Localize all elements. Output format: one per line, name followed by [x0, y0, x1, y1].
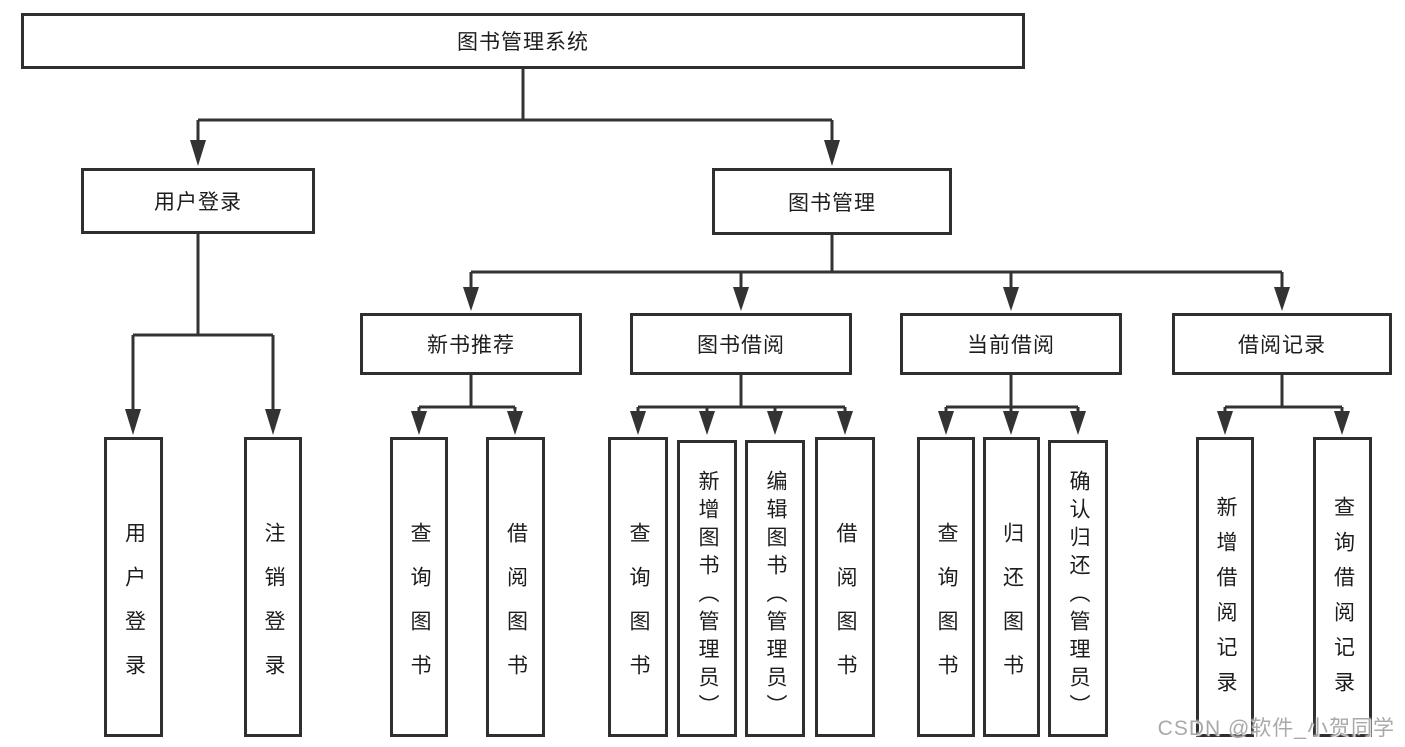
connector-root-to-level2 [196, 69, 834, 144]
node-borrow-records-label: 借阅记录 [1238, 334, 1326, 357]
leaf-br-query-record: 查询借阅记录 [1313, 437, 1372, 737]
leaf-user-login-label: 用户登录 [122, 522, 146, 698]
connector-book-management-to-level3 [469, 235, 1284, 291]
node-root-label: 图书管理系统 [457, 31, 589, 54]
node-user-login: 用户登录 [81, 168, 315, 234]
leaf-cb-return-books: 归还图书 [983, 437, 1040, 737]
arrowheads [125, 140, 1350, 435]
csdn-watermark: CSDN @软件_小贺同学 [1157, 717, 1395, 740]
leaf-bb-query-books: 查询图书 [608, 437, 668, 737]
node-book-borrow-label: 图书借阅 [697, 334, 785, 357]
leaf-cb-return-books-label: 归还图书 [1000, 522, 1024, 698]
node-current-borrow: 当前借阅 [900, 313, 1122, 375]
leaf-br-query-record-label: 查询借阅记录 [1331, 496, 1355, 706]
leaf-bb-edit-books-admin: 编辑图书（管理员） [745, 440, 805, 737]
node-user-login-label: 用户登录 [154, 191, 242, 214]
connector-book-borrow-to-leaves [636, 375, 847, 414]
leaf-cb-confirm-return-admin: 确认归还（管理员） [1048, 440, 1108, 737]
connector-current-borrow-to-leaves [944, 375, 1080, 414]
leaf-logout-login: 注销登录 [244, 437, 302, 737]
leaf-bb-query-books-label: 查询图书 [627, 522, 650, 698]
leaf-nbr-query-books-label: 查询图书 [408, 522, 431, 698]
leaf-bb-edit-books-admin-label: 编辑图书（管理员） [764, 469, 787, 722]
leaf-nbr-query-books: 查询图书 [390, 437, 448, 737]
connector-user-login-to-leaves [131, 234, 275, 413]
node-current-borrow-label: 当前借阅 [967, 334, 1055, 357]
node-book-management: 图书管理 [712, 168, 952, 235]
leaf-bb-borrow-books-label: 借阅图书 [834, 522, 857, 698]
leaf-br-add-record-label: 新增借阅记录 [1214, 496, 1237, 706]
connector-new-book-recommend-to-leaves [417, 375, 517, 414]
node-book-borrow: 图书借阅 [630, 313, 852, 375]
leaf-bb-add-books-admin-label: 新增图书（管理员） [696, 469, 719, 722]
node-book-management-label: 图书管理 [788, 191, 876, 215]
leaf-br-add-record: 新增借阅记录 [1196, 437, 1254, 737]
leaf-nbr-borrow-books: 借阅图书 [486, 437, 545, 737]
leaf-logout-login-label: 注销登录 [262, 522, 285, 698]
node-new-book-recommend: 新书推荐 [360, 313, 582, 375]
node-root: 图书管理系统 [21, 13, 1025, 69]
leaf-bb-borrow-books: 借阅图书 [815, 437, 875, 737]
leaf-cb-query-books: 查询图书 [917, 437, 975, 737]
connector-borrow-records-to-leaves [1223, 375, 1344, 414]
leaf-nbr-borrow-books-label: 借阅图书 [504, 522, 528, 698]
leaf-cb-confirm-return-admin-label: 确认归还（管理员） [1067, 469, 1090, 722]
leaf-cb-query-books-label: 查询图书 [935, 522, 958, 698]
leaf-bb-add-books-admin: 新增图书（管理员） [677, 440, 737, 737]
leaf-user-login: 用户登录 [104, 437, 163, 737]
node-new-book-recommend-label: 新书推荐 [427, 334, 515, 357]
node-borrow-records: 借阅记录 [1172, 313, 1392, 375]
